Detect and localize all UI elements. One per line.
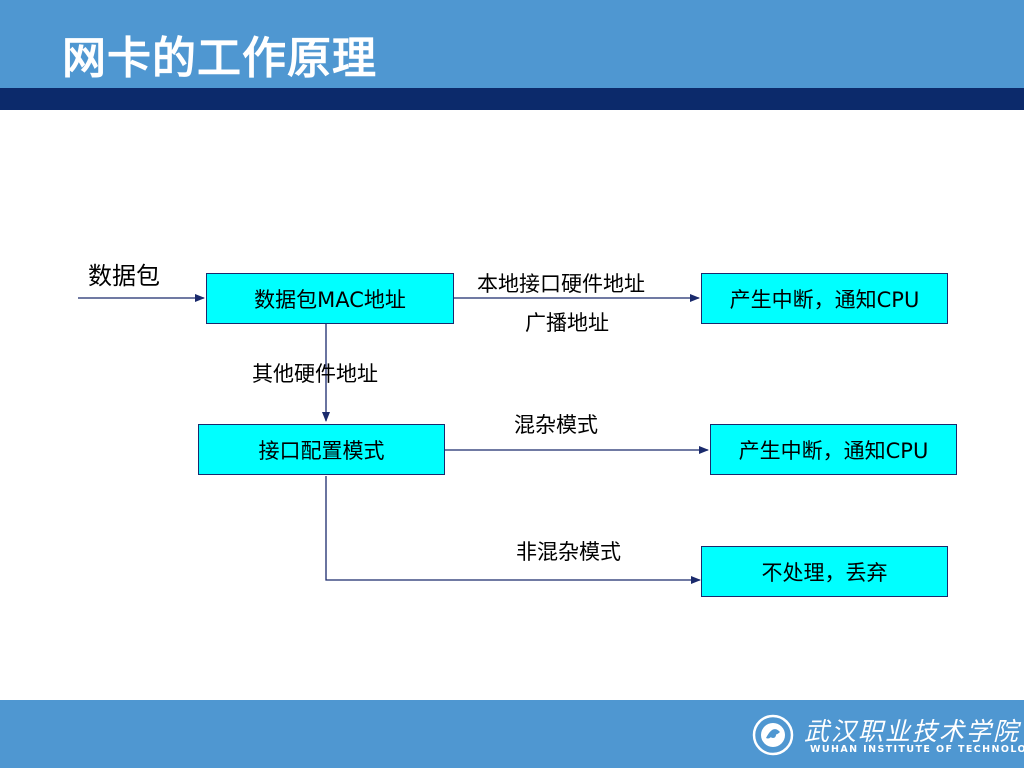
discard-box: 不处理，丢弃	[701, 546, 948, 597]
page-title: 网卡的工作原理	[62, 33, 377, 84]
input-label: 数据包	[88, 262, 160, 290]
header-stripe	[0, 88, 1024, 110]
school-emblem-icon	[752, 714, 794, 756]
mac-address-box: 数据包MAC地址	[206, 273, 454, 324]
broadcast-address-label: 广播地址	[525, 311, 609, 335]
header-band	[0, 0, 1024, 88]
promiscuous-mode-label: 混杂模式	[514, 413, 598, 437]
local-hardware-address-label: 本地接口硬件地址	[477, 272, 645, 296]
interface-config-box: 接口配置模式	[198, 424, 445, 475]
footer-band	[0, 700, 1024, 768]
arrow-to-discard	[325, 476, 701, 584]
interrupt-cpu-box-2: 产生中断，通知CPU	[710, 424, 957, 475]
school-name-english: WUHAN INSTITUTE OF TECHNOLOGY	[810, 744, 1024, 755]
non-promiscuous-mode-label: 非混杂模式	[516, 540, 621, 564]
interrupt-cpu-box-1: 产生中断，通知CPU	[701, 273, 948, 324]
school-name-chinese: 武汉职业技术学院	[804, 717, 1021, 746]
other-hardware-address-label: 其他硬件地址	[252, 362, 378, 386]
